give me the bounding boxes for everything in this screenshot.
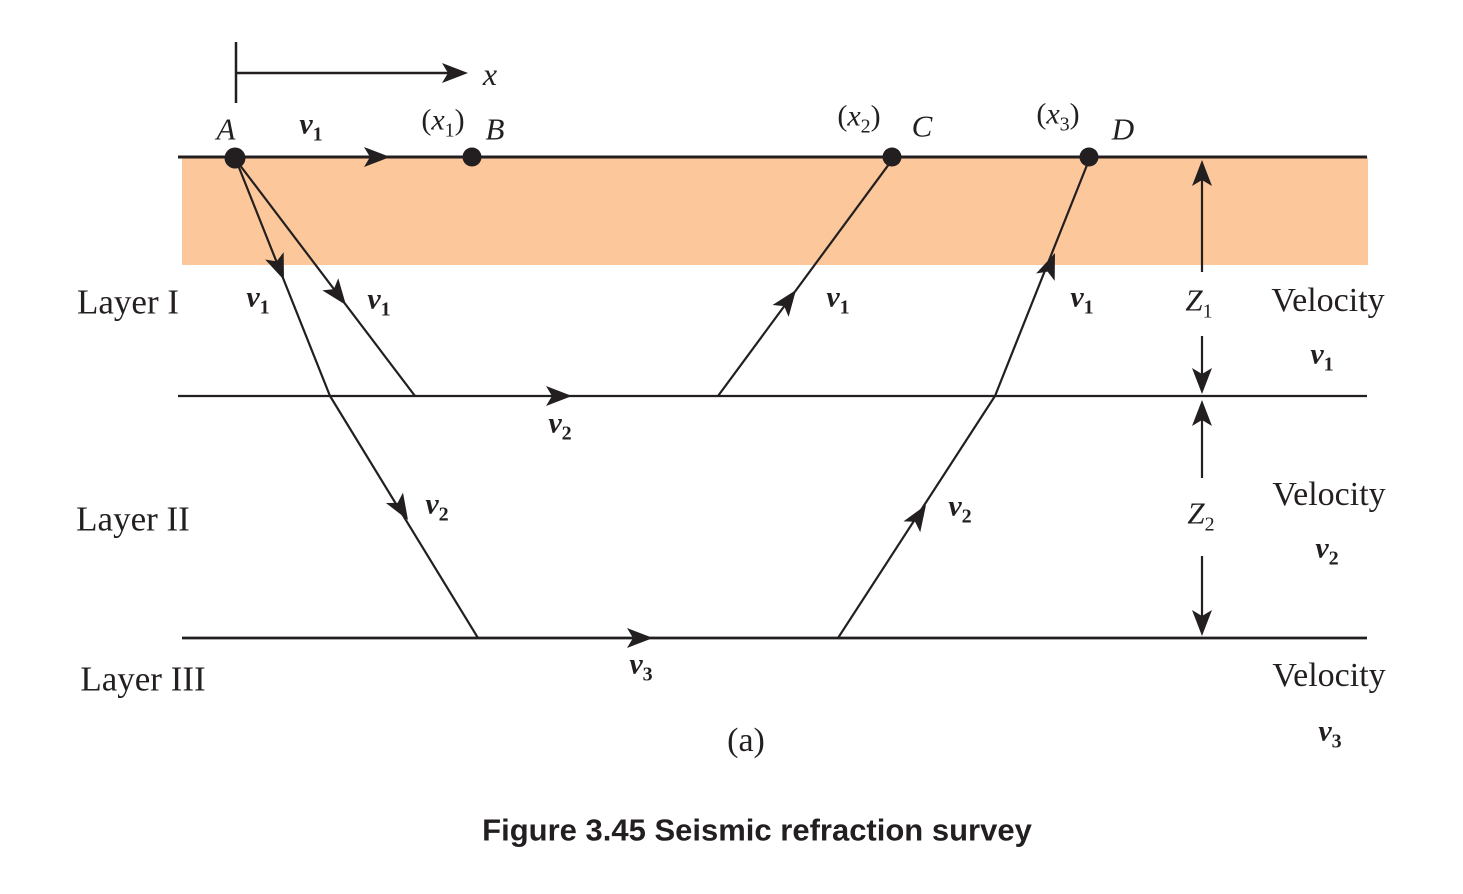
- figure-caption: Figure 3.45 Seismic refraction survey: [482, 812, 1032, 848]
- v2-up-ray-label: v2: [948, 489, 972, 528]
- upgoing-ray-to-D: [837, 159, 1091, 639]
- velocity3-value-label: v3: [1318, 714, 1342, 753]
- direct-wave-arrowhead-icon: [364, 147, 390, 167]
- point-D-dot: [1079, 147, 1099, 167]
- z2-down-arrowhead-icon: [1192, 610, 1212, 636]
- deep-downgoing-ray: [234, 159, 479, 639]
- point-B-label: B: [485, 111, 505, 147]
- v2-down-arrowhead-icon: [385, 492, 408, 520]
- headwave2-arrowhead-icon: [627, 628, 653, 648]
- point-B-dot: [462, 147, 482, 167]
- velocity1-value-label: v1: [1310, 337, 1334, 376]
- velocity1-word: Velocity: [1271, 282, 1385, 319]
- layer3-label: Layer III: [80, 659, 206, 699]
- v1-ray-arrowhead-icon: [265, 252, 284, 280]
- offset-x1-label: (x1): [421, 103, 465, 142]
- point-A-dot: [224, 147, 246, 169]
- v3-headwave-label: v3: [629, 647, 653, 686]
- velocity3-word: Velocity: [1272, 657, 1386, 694]
- panel-a-caption: (a): [727, 722, 765, 759]
- v1-deep-ray-label: v1: [246, 280, 270, 319]
- shallow-downgoing-ray: [235, 159, 416, 397]
- velocity2-word: Velocity: [1272, 476, 1386, 513]
- z1-down-arrowhead-icon: [1192, 368, 1212, 394]
- v2-headwave-label: v2: [548, 406, 572, 445]
- upgoing-ray-to-C: [717, 159, 893, 397]
- x-axis-arrowhead-icon: [442, 63, 468, 83]
- z2-depth-label: Z2: [1187, 495, 1215, 536]
- layer1-label: Layer I: [76, 282, 180, 322]
- v2-down-ray-label: v2: [425, 487, 449, 526]
- point-D-label: D: [1111, 111, 1135, 147]
- v1-up-D-arrowhead-icon: [1036, 253, 1055, 281]
- point-C-label: C: [911, 108, 933, 144]
- point-C-dot: [882, 147, 902, 167]
- velocity2-value-label: v2: [1315, 531, 1339, 570]
- v1-upgoing-C-label: v1: [826, 280, 850, 319]
- offset-x2-label: (x2): [837, 99, 881, 138]
- v1-shallow-ray-label: v1: [367, 282, 391, 321]
- v1-ray2-arrowhead-icon: [322, 278, 346, 305]
- v1-up-C-arrowhead-icon: [772, 290, 796, 317]
- v1-surface-label: v1: [299, 107, 323, 146]
- z1-up-arrowhead-icon: [1192, 160, 1212, 186]
- x-axis-label: x: [482, 56, 498, 92]
- z2-up-arrowhead-icon: [1192, 400, 1212, 426]
- z1-depth-label: Z1: [1185, 282, 1213, 323]
- offset-x3-label: (x3): [1036, 97, 1080, 136]
- v1-upgoing-D-label: v1: [1070, 280, 1094, 319]
- point-A-label: A: [216, 111, 236, 147]
- v2-up-arrowhead-icon: [903, 505, 926, 533]
- surface-band: [182, 157, 1368, 265]
- layer2-label: Layer II: [76, 499, 190, 539]
- headwave1-arrowhead-icon: [546, 386, 572, 406]
